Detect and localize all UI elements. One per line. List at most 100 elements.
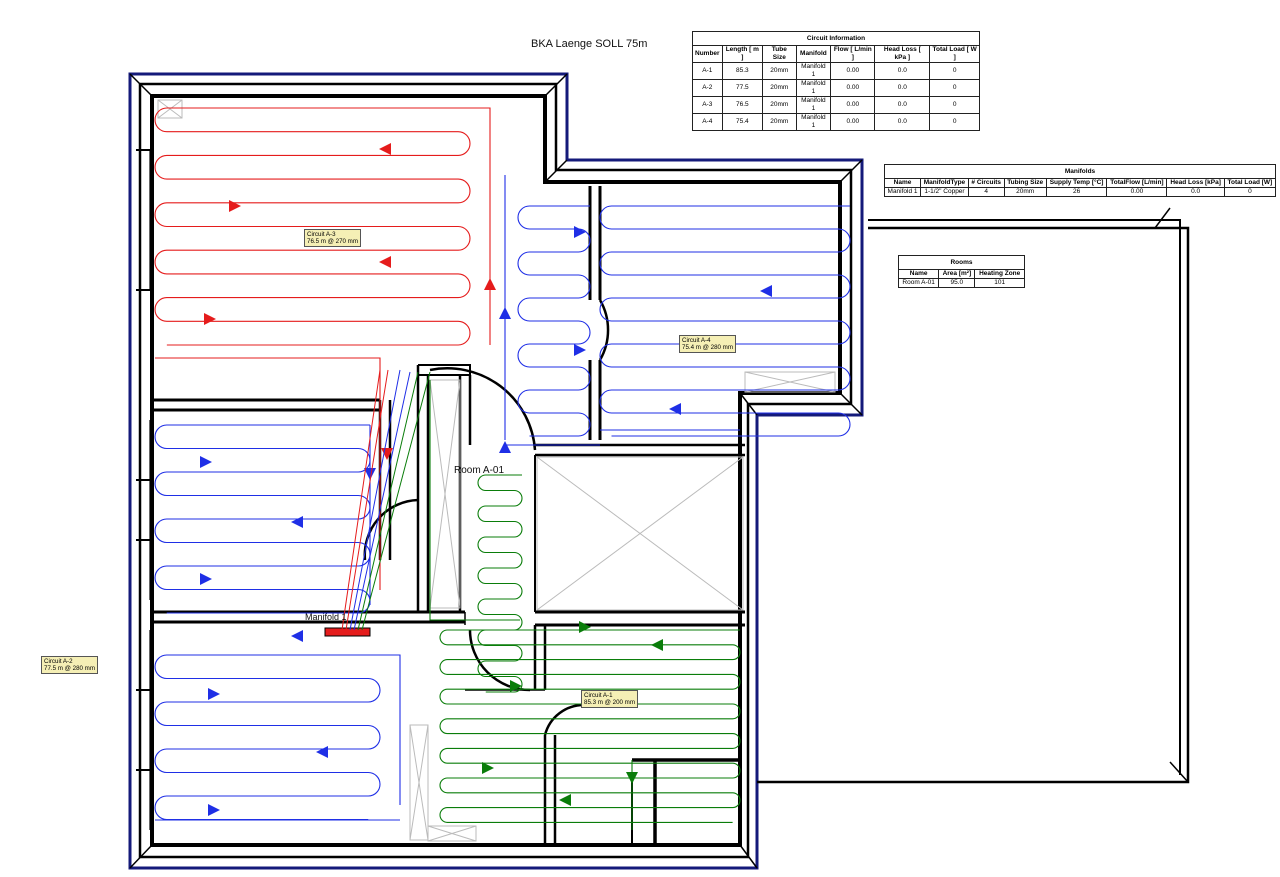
circuit-a2-loops-low	[154, 654, 381, 821]
flow-arrow	[484, 278, 496, 290]
table-cell: 0.00	[830, 62, 876, 80]
table-header-row: Name Area [m²] Heating Zone	[897, 269, 1025, 279]
manifolds-table: Manifolds Name ManifoldType # Circuits T…	[883, 164, 1277, 197]
table-cell: Room A-01	[897, 278, 940, 288]
flow-arrow	[379, 143, 391, 155]
column-header: Head Loss [ kPa ]	[874, 45, 931, 63]
circuit-a2-riser	[155, 425, 401, 821]
void-boxes	[157, 99, 836, 842]
table-cell: 1-1/2" Copper	[920, 187, 969, 197]
table-cell: 0	[929, 96, 980, 114]
circuit-spec: 76.5 m @ 270 mm	[307, 238, 358, 245]
table-cell: 0	[929, 62, 980, 80]
table-cell: 0	[1223, 187, 1277, 197]
table-header-row: Name ManifoldType # Circuits Tubing Size…	[883, 178, 1277, 188]
column-header: Area [m²]	[938, 269, 976, 279]
wall-stair-top	[535, 443, 745, 457]
room-label: Room A-01	[454, 465, 505, 476]
table-cell: 0.0	[874, 96, 931, 114]
circuit-a1-loops-center	[477, 474, 523, 693]
table-cell: A-4	[692, 113, 723, 131]
table-cell: 0.00	[830, 113, 876, 131]
circuit-a2-loops-mid	[154, 424, 371, 614]
door-swing-1	[598, 299, 610, 361]
table-cell: Manifold 1	[883, 187, 922, 197]
wall-mid-vertical-2	[458, 375, 472, 612]
circuit-a3-label: Circuit A-3 76.5 m @ 270 mm	[304, 229, 361, 247]
wall-red-room-bottom	[152, 398, 380, 412]
table-cell: 0.00	[830, 96, 876, 114]
annex-inner	[868, 219, 1181, 775]
table-cell: 20mm	[762, 62, 797, 80]
wall-bottom-room-top	[152, 610, 465, 624]
column-header: Length [ m ]	[721, 45, 764, 63]
flow-arrow	[651, 639, 663, 651]
column-header: Manifold	[795, 45, 832, 63]
column-header: Heating Zone	[974, 269, 1025, 279]
flow-arrow	[208, 688, 220, 700]
circuit-name: Circuit A-3	[307, 231, 336, 238]
flow-arrow	[200, 573, 212, 585]
door-swing-5	[543, 703, 586, 736]
circuit-a3-loops	[154, 107, 471, 346]
circuit-a1-riser	[429, 380, 633, 830]
circuit-name: Circuit A-1	[584, 692, 613, 699]
table-cell: A-1	[692, 62, 723, 80]
circuit-a4-riser	[504, 175, 740, 446]
flow-arrow	[316, 746, 328, 758]
table-caption: Rooms	[898, 255, 1025, 269]
table-cell: 20mm	[762, 96, 797, 114]
table-cell: 20mm	[1003, 187, 1047, 197]
table-cell: 101	[974, 278, 1025, 288]
circuit-name: Circuit A-4	[682, 337, 711, 344]
manifold-leads	[341, 369, 431, 631]
flow-arrow	[499, 441, 511, 453]
circuit-a4-loops-left	[517, 205, 591, 437]
flow-arrow	[574, 344, 586, 356]
circuit-a1-label: Circuit A-1 85.3 m @ 200 mm	[581, 690, 638, 708]
wall-corridor-vertical	[378, 400, 392, 560]
flow-arrow	[364, 468, 376, 480]
wall-mid-vertical-1	[416, 365, 430, 612]
flow-arrow	[579, 621, 591, 633]
circuit-spec: 75.4 m @ 280 mm	[682, 344, 733, 351]
circuit-information-table: Circuit Information Number Length [ m ] …	[692, 31, 980, 131]
table-cell: Manifold 1	[795, 96, 832, 114]
table-cell: 0.00	[1106, 187, 1168, 197]
circuit-a2-label: Circuit A-2 77.5 m @ 280 mm	[41, 656, 98, 674]
circuit-a4-loops-right	[599, 205, 851, 437]
annex-outline	[757, 226, 1190, 784]
door-swing-3	[363, 498, 419, 561]
table-cell: 0.0	[1166, 187, 1225, 197]
table-cell: 0.0	[874, 113, 931, 131]
manifold-1	[324, 627, 371, 637]
flow-arrow	[574, 226, 586, 238]
flow-arrow	[379, 256, 391, 268]
flow-arrow	[204, 313, 216, 325]
flow-arrow	[482, 762, 494, 774]
walls	[128, 72, 1190, 870]
table-cell: 26	[1045, 187, 1108, 197]
circuit-spec: 85.3 m @ 200 mm	[584, 699, 635, 706]
circuit-name: Circuit A-2	[44, 658, 73, 665]
table-cell: 0.00	[830, 79, 876, 97]
table-cell: 95.0	[938, 278, 976, 288]
wall-top-right-room	[588, 186, 602, 300]
column-header: Number	[692, 45, 723, 63]
table-cell: Manifold 1	[795, 113, 832, 131]
document-title: BKA Laenge SOLL 75m	[531, 38, 648, 50]
circuit-a4-label: Circuit A-4 75.4 m @ 280 mm	[679, 335, 736, 353]
flow-arrow	[760, 285, 772, 297]
column-header: Flow [ L/min ]	[830, 45, 876, 63]
flow-arrow	[200, 456, 212, 468]
wall-stair-bottom	[535, 610, 745, 627]
table-cell: 20mm	[762, 113, 797, 131]
column-header: Total Load [ W ]	[929, 45, 980, 63]
column-header: Head Loss [kPa]	[1166, 178, 1225, 188]
flow-arrow	[499, 307, 511, 319]
